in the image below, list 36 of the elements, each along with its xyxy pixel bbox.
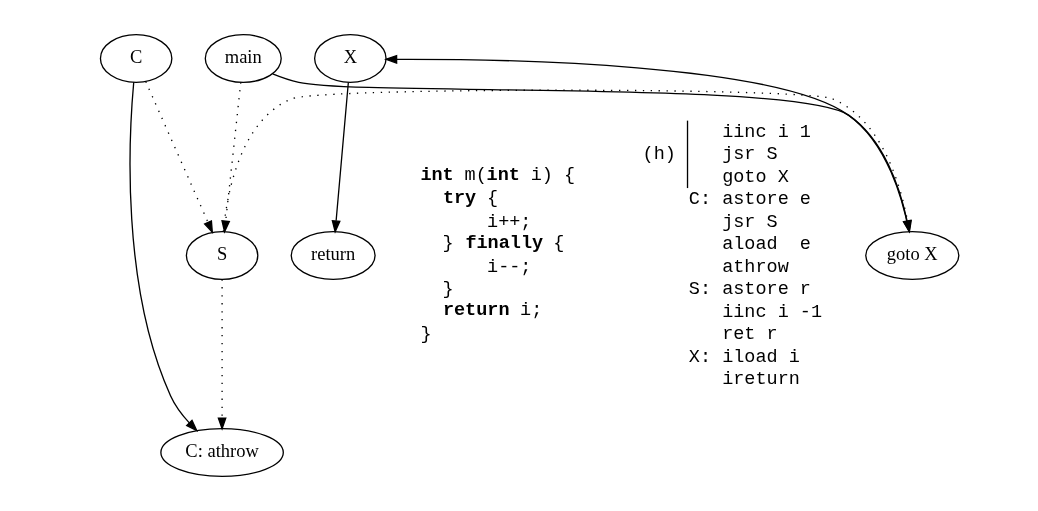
label: i++; [487, 211, 532, 233]
label: athrow [722, 256, 789, 278]
arrow [272, 73, 912, 234]
node-ellipse: C [99, 34, 173, 83]
arrow [221, 81, 242, 234]
label: X: iload i [688, 346, 800, 368]
node-ellipse: C: athrow [160, 428, 284, 477]
arrow [222, 89, 912, 234]
label: aload e [722, 234, 811, 256]
arrow [384, 54, 910, 233]
node-ellipse: S [185, 231, 259, 280]
label: iinc i 1 [722, 121, 811, 143]
label: C: astore e [688, 189, 811, 211]
label: } [420, 324, 432, 346]
node-ellipse: return [290, 231, 376, 280]
label: ret r [722, 324, 778, 346]
label: try { [442, 187, 499, 209]
arrow [129, 81, 199, 432]
label: i--; [487, 256, 532, 278]
label: goto X [722, 166, 789, 188]
label: S: astore r [688, 279, 811, 301]
label: ireturn [722, 369, 800, 391]
node-ellipse: X [314, 34, 387, 83]
label: return i; [442, 300, 543, 322]
arrow [331, 81, 349, 234]
label: jsr S [722, 144, 778, 166]
label: (h) [642, 144, 676, 166]
node-ellipse: main [204, 34, 282, 83]
arrow [217, 278, 227, 431]
label: int m(int i) { [420, 165, 576, 187]
label: } [442, 279, 454, 301]
node-ellipse: goto X [865, 231, 960, 280]
label: } finally { [442, 232, 565, 254]
label: iinc i -1 [722, 301, 823, 323]
label: jsr S [722, 211, 778, 233]
arrow [145, 81, 214, 234]
